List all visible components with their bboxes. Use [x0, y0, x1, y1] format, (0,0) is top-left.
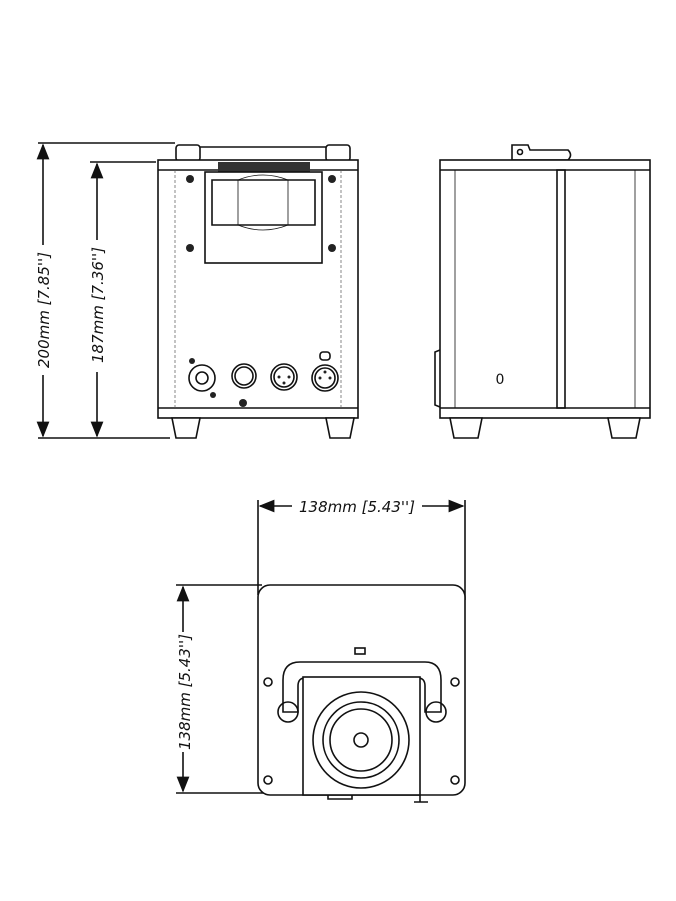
side-handle-tab — [511, 144, 572, 161]
front-view — [157, 144, 359, 439]
body-height-label: 187mm [7.36''] — [89, 247, 107, 363]
bottom-width-label: 138mm [5.43''] — [299, 498, 415, 516]
side-label: 0 — [496, 372, 505, 388]
xlr-male-connector-icon — [270, 363, 298, 391]
screw-icon — [263, 677, 460, 785]
side-view: 0 — [434, 144, 651, 439]
grill — [218, 162, 310, 172]
front-height-dimension: 200mm [7.85''] — [35, 142, 175, 439]
bottom-view — [257, 584, 466, 803]
total-height-label: 200mm [7.85''] — [35, 252, 53, 368]
lens-icon — [312, 691, 410, 789]
bottom-depth-label: 138mm [5.43''] — [176, 634, 194, 750]
fuse-holder-icon — [231, 363, 257, 389]
screw-icon — [186, 175, 336, 407]
handle — [282, 661, 442, 713]
handle-recess — [204, 171, 323, 264]
xlr-female-connector-icon — [311, 351, 339, 392]
front-body-height-dimension: 187mm [7.36''] — [89, 161, 156, 438]
powercon-connector-icon — [188, 358, 216, 398]
bottom-width-dimension: 138mm [5.43''] — [257, 498, 466, 600]
